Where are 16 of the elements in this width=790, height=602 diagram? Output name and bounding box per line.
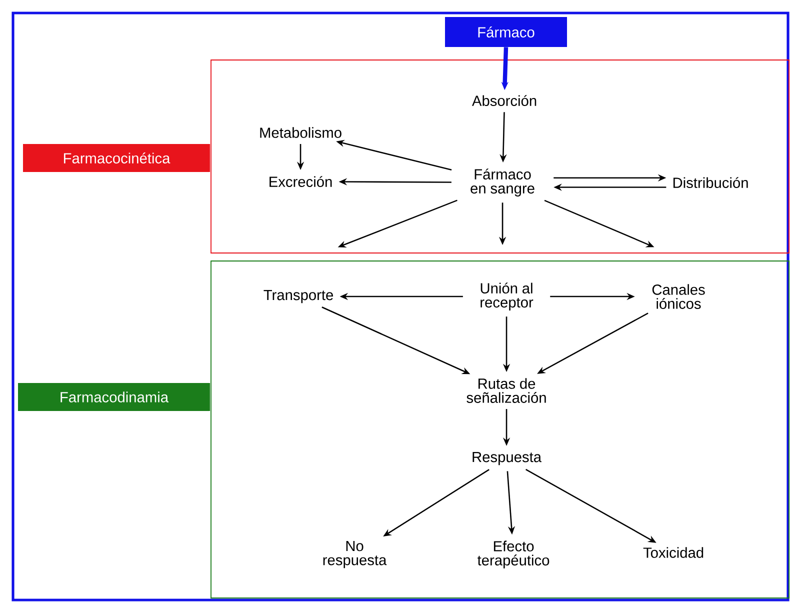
step-label: Toxicidad xyxy=(643,547,704,558)
step-label: Transporte xyxy=(264,290,333,304)
input-box: Fármaco xyxy=(445,17,567,47)
step-label: Excreción xyxy=(270,176,332,187)
step-label: Respuesta xyxy=(472,452,542,466)
section-tab: Farmacocinética xyxy=(23,144,210,172)
step-label: Absorción xyxy=(472,95,536,106)
step-label: Efecto terapéutico xyxy=(478,540,550,568)
step-label: Distribución xyxy=(673,177,748,188)
step-label: Canales iónicos xyxy=(652,284,705,309)
step-label: No respuesta xyxy=(323,540,387,568)
step-label: Fármaco en sangre xyxy=(470,168,534,196)
step-label: Rutas de señalización xyxy=(466,378,546,403)
step-label: Metabolismo xyxy=(260,127,342,138)
section-tab: Farmacodinamia xyxy=(18,383,210,411)
step-label: Unión al receptor xyxy=(480,282,534,310)
